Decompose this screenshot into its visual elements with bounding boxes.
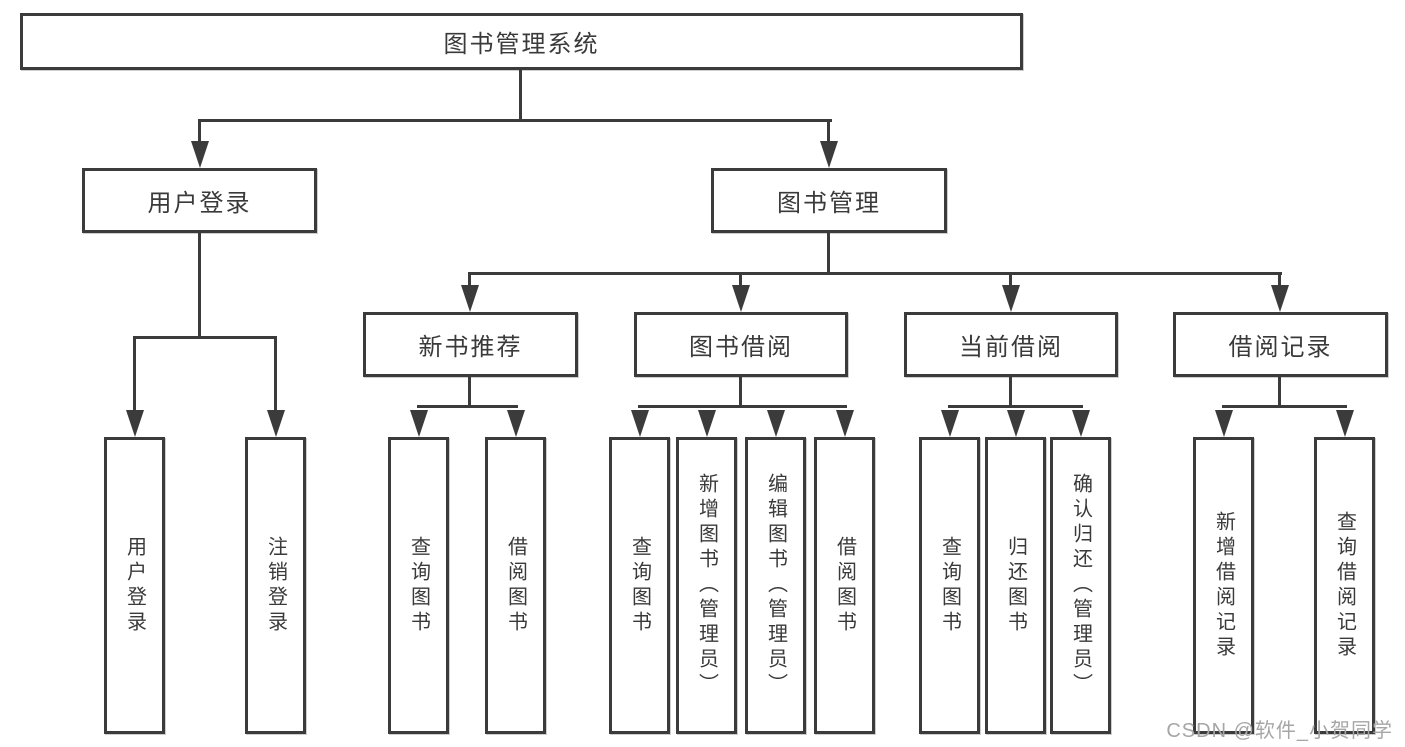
connector-arrowhead (410, 410, 428, 437)
connector-line (739, 375, 742, 407)
connector-line (133, 336, 136, 413)
leaf-borrow-books: 借阅图书 (814, 437, 875, 734)
node-label: 注销登录 (264, 535, 287, 636)
node-label: 当前借阅 (959, 334, 1063, 361)
connector-arrowhead (631, 410, 649, 437)
leaf-add-borrow-record: 新增借阅记录 (1193, 437, 1254, 734)
node-label: 借阅图书 (504, 535, 527, 636)
connector-line (468, 272, 1282, 275)
connector-line (417, 405, 518, 408)
node-label: 查询借阅记录 (1333, 510, 1356, 661)
node-label: 新增图书（管理员） (695, 473, 718, 698)
node-borrow-records: 借阅记录 (1173, 312, 1388, 377)
connector-arrowhead (191, 141, 209, 168)
connector-arrowhead (836, 410, 854, 437)
node-label: 用户登录 (147, 190, 252, 217)
node-book-management: 图书管理 (711, 168, 947, 233)
node-label: 图书借阅 (689, 334, 793, 361)
connector-arrowhead (267, 410, 285, 437)
node-label: 用户登录 (123, 535, 146, 636)
connector-line (1009, 375, 1012, 407)
node-label: 借阅图书 (833, 535, 856, 636)
connector-arrowhead (507, 410, 525, 437)
node-label: 查询图书 (628, 535, 651, 636)
connector-line (827, 119, 830, 145)
connector-line (948, 405, 1083, 408)
leaf-user-login: 用户登录 (104, 437, 165, 734)
connector-line (1278, 272, 1281, 289)
connector-arrowhead (1215, 410, 1233, 437)
connector-line (274, 336, 277, 413)
leaf-add-book-admin: 新增图书（管理员） (676, 437, 737, 734)
connector-line (133, 336, 277, 339)
node-label: 新增借阅记录 (1212, 510, 1235, 661)
leaf-return-book: 归还图书 (985, 437, 1046, 734)
leaf-query-borrow-record: 查询借阅记录 (1314, 437, 1375, 734)
leaf-query-books-borrow: 查询图书 (609, 437, 670, 734)
node-label: 确认归还（管理员） (1069, 473, 1092, 698)
connector-arrowhead (461, 285, 479, 312)
node-book-borrow: 图书借阅 (634, 312, 848, 377)
connector-arrowhead (1271, 285, 1289, 312)
connector-line (1009, 272, 1012, 289)
leaf-confirm-return-admin: 确认归还（管理员） (1050, 437, 1111, 734)
connector-line (519, 70, 522, 119)
leaf-query-books-current: 查询图书 (919, 437, 980, 734)
node-user-login: 用户登录 (82, 168, 317, 233)
node-current-borrow: 当前借阅 (904, 312, 1118, 377)
node-label: 图书管理 (777, 190, 881, 217)
connector-arrowhead (820, 141, 838, 168)
node-label: 图书管理系统 (443, 31, 600, 58)
connector-arrowhead (732, 285, 750, 312)
connector-arrowhead (1002, 285, 1020, 312)
connector-arrowhead (941, 410, 959, 437)
node-label: 借阅记录 (1228, 334, 1333, 361)
connector-line (198, 231, 201, 338)
leaf-edit-book-admin: 编辑图书（管理员） (745, 437, 806, 734)
connector-arrowhead (767, 410, 785, 437)
connector-line (468, 375, 471, 407)
leaf-query-books-recommend: 查询图书 (388, 437, 449, 734)
leaf-borrow-books-recommend: 借阅图书 (485, 437, 546, 734)
connector-line (827, 231, 830, 274)
watermark: CSDN @软件_小贺同学 (1166, 720, 1393, 742)
connector-line (739, 272, 742, 289)
node-label: 查询图书 (407, 535, 430, 636)
connector-arrowhead (126, 410, 144, 437)
connector-line (198, 119, 832, 122)
node-label: 查询图书 (938, 535, 961, 636)
node-label: 新书推荐 (418, 334, 523, 361)
connector-line (1222, 405, 1347, 408)
node-label: 编辑图书（管理员） (764, 473, 787, 698)
connector-arrowhead (1007, 410, 1025, 437)
node-library-system: 图书管理系统 (20, 13, 1023, 70)
leaf-logout: 注销登录 (245, 437, 306, 734)
node-label: 归还图书 (1004, 535, 1027, 636)
node-new-book-recommend: 新书推荐 (363, 312, 578, 377)
connector-line (198, 119, 201, 145)
connector-line (468, 272, 471, 289)
connector-arrowhead (698, 410, 716, 437)
connector-line (1278, 375, 1281, 407)
connector-arrowhead (1336, 410, 1354, 437)
connector-arrowhead (1072, 410, 1090, 437)
connector-line (638, 405, 847, 408)
